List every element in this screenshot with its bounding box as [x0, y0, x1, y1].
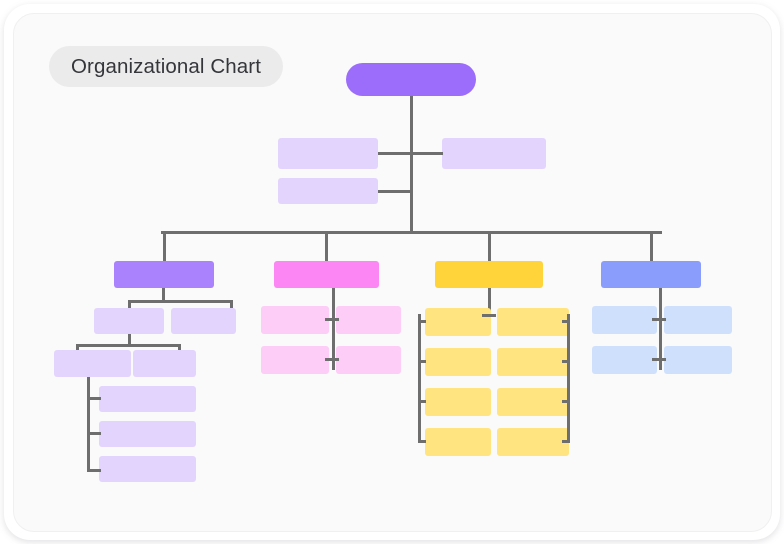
- yellow-child-l2[interactable]: [425, 348, 491, 376]
- purple-leaf-1[interactable]: [99, 386, 196, 412]
- department-drop-line-yellow: [487, 231, 491, 263]
- purple-leaf-connector-1: [87, 397, 101, 400]
- blue-branch-spine: [659, 288, 662, 370]
- yellow-child-r2[interactable]: [497, 348, 569, 376]
- pink-branch-spine: [332, 288, 335, 370]
- pink-connector-row-1: [325, 318, 339, 321]
- blue-child-1[interactable]: [592, 306, 657, 334]
- purple-branch-tick-l2: [76, 344, 79, 352]
- yellow-bracket-right: [567, 314, 570, 442]
- yellow-connector-row-1: [482, 314, 496, 317]
- yellow-child-r1[interactable]: [497, 308, 569, 336]
- yellow-child-l3[interactable]: [425, 388, 491, 416]
- yellow-bracket-left: [418, 314, 421, 442]
- blue-connector-row-1: [652, 318, 666, 321]
- staff-node-left-2[interactable]: [278, 178, 378, 204]
- purple-leaf-3[interactable]: [99, 456, 196, 482]
- yellow-bracket-tick-right-1: [562, 320, 570, 323]
- purple-leaf-connector-3: [87, 469, 101, 472]
- department-header-yellow[interactable]: [435, 261, 543, 288]
- purple-child-4[interactable]: [133, 350, 196, 377]
- purple-branch-stem-2: [128, 334, 131, 346]
- staff-connector-right-1: [410, 152, 443, 155]
- department-drop-line-pink: [325, 231, 328, 263]
- yellow-branch-spine: [488, 288, 491, 314]
- yellow-bracket-tick-right-2: [562, 360, 570, 363]
- blue-child-4[interactable]: [664, 346, 732, 374]
- department-drop-line-blue: [649, 231, 653, 263]
- purple-leaf-connector-2: [87, 432, 101, 435]
- purple-branch-tick-r1: [230, 300, 233, 310]
- yellow-child-r3[interactable]: [497, 388, 569, 416]
- purple-leaf-spine: [87, 377, 90, 472]
- purple-branch-tick-r2: [178, 344, 181, 352]
- root-spine: [410, 96, 413, 233]
- department-drop-line-purple: [162, 231, 166, 263]
- pink-child-4[interactable]: [336, 346, 401, 374]
- pink-child-1[interactable]: [261, 306, 329, 334]
- org-chart-canvas: [14, 14, 771, 531]
- department-header-purple[interactable]: [114, 261, 214, 288]
- page-title: Organizational Chart: [71, 54, 262, 78]
- chart-card: Organizational Chart: [13, 13, 772, 532]
- yellow-child-r4[interactable]: [497, 428, 569, 456]
- yellow-bracket-tick-left-3: [418, 400, 426, 403]
- staff-node-left-1[interactable]: [278, 138, 378, 169]
- department-distribution-bar: [161, 231, 662, 234]
- pink-child-3[interactable]: [261, 346, 329, 374]
- yellow-child-l1[interactable]: [425, 308, 491, 336]
- yellow-bracket-tick-left-2: [418, 360, 426, 363]
- blue-child-3[interactable]: [592, 346, 657, 374]
- root-node[interactable]: [346, 63, 476, 96]
- purple-branch-stem: [162, 288, 165, 302]
- yellow-bracket-tick-right-3: [562, 400, 570, 403]
- yellow-child-l4[interactable]: [425, 428, 491, 456]
- purple-branch-bar-2: [76, 344, 181, 347]
- purple-child-1[interactable]: [94, 308, 164, 334]
- page-title-pill: Organizational Chart: [49, 46, 284, 87]
- purple-branch-tick-l1: [128, 300, 131, 310]
- yellow-bracket-tick-left-1: [418, 320, 426, 323]
- staff-node-right-1[interactable]: [442, 138, 546, 169]
- yellow-bracket-tick-left-4: [418, 440, 426, 443]
- blue-child-2[interactable]: [664, 306, 732, 334]
- staff-connector-left-2: [378, 190, 411, 193]
- department-header-pink[interactable]: [274, 261, 379, 288]
- purple-leaf-2[interactable]: [99, 421, 196, 447]
- pink-connector-row-2: [325, 358, 339, 361]
- yellow-bracket-tick-right-4: [562, 440, 570, 443]
- department-header-blue[interactable]: [601, 261, 701, 288]
- blue-connector-row-2: [652, 358, 666, 361]
- purple-child-3[interactable]: [54, 350, 131, 377]
- purple-branch-bar-1: [128, 300, 233, 303]
- staff-connector-left-1: [378, 152, 411, 155]
- purple-child-2[interactable]: [171, 308, 236, 334]
- pink-child-2[interactable]: [336, 306, 401, 334]
